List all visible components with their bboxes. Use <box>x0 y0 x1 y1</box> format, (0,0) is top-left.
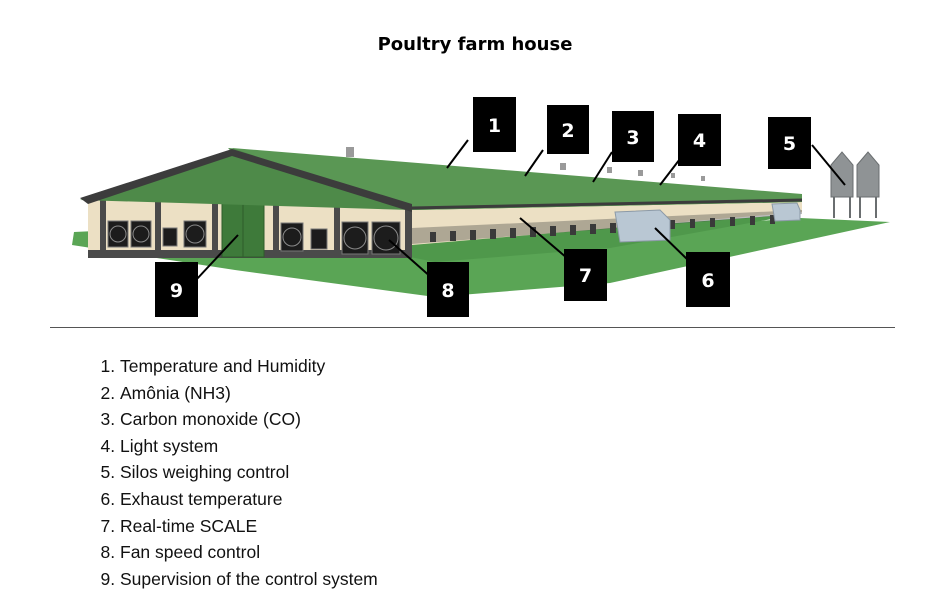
roof-eave-right <box>232 149 412 212</box>
frame-posts <box>100 162 412 258</box>
callout-8-label: 8 <box>441 280 454 302</box>
callout-6: 6 <box>686 252 730 307</box>
callout-3: 3 <box>612 111 654 162</box>
diagram-title: Poultry farm house <box>377 34 573 55</box>
poultry-house-illustration: 1 2 3 4 5 6 7 8 9 <box>72 97 890 317</box>
callout-6-label: 6 <box>701 270 714 292</box>
legend-item: Light system <box>120 433 378 460</box>
exhaust-hood <box>614 209 671 243</box>
callout-7: 7 <box>564 249 607 301</box>
callout-1: 1 <box>473 97 516 152</box>
side-wall <box>412 200 802 245</box>
silo-legs <box>833 197 877 218</box>
callout-1-label: 1 <box>488 115 501 137</box>
legend-item: Temperature and Humidity <box>120 353 378 380</box>
callout-8: 8 <box>427 262 469 317</box>
callout-9-label: 9 <box>170 280 183 302</box>
silos <box>830 151 880 198</box>
callout-5-label: 5 <box>783 133 796 155</box>
callout-3-label: 3 <box>626 127 639 149</box>
callout-2: 2 <box>547 105 589 154</box>
legend-item: Fan speed control <box>120 539 378 566</box>
legend-list: Temperature and Humidity Amônia (NH3) Ca… <box>86 353 378 592</box>
callout-2-label: 2 <box>561 120 574 142</box>
callout-5: 5 <box>768 117 811 169</box>
roof-vents <box>346 147 705 181</box>
callout-4-label: 4 <box>693 130 706 152</box>
legend-item: Exhaust temperature <box>120 486 378 513</box>
roof-eave <box>80 149 232 204</box>
legend-item: Carbon monoxide (CO) <box>120 406 378 433</box>
fan-guards <box>109 224 399 251</box>
callout-4: 4 <box>678 114 721 166</box>
divider <box>50 327 895 328</box>
legend-item: Amônia (NH3) <box>120 380 378 407</box>
legend-item: Silos weighing control <box>120 459 378 486</box>
callout-9: 9 <box>155 262 198 317</box>
exhaust-hood-far <box>771 202 801 222</box>
legend-item: Real-time SCALE <box>120 513 378 540</box>
callout-7-label: 7 <box>579 265 592 287</box>
side-wall-curtain <box>412 210 802 244</box>
side-vents <box>430 215 775 242</box>
legend-item: Supervision of the control system <box>120 566 378 593</box>
